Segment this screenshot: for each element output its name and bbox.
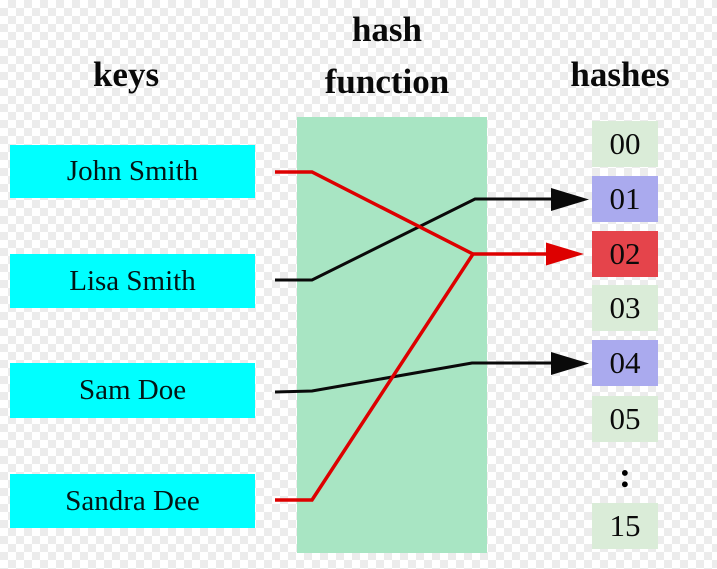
key-box-lisa-smith: Lisa Smith xyxy=(10,254,255,308)
keys-column-header: keys xyxy=(92,55,160,94)
key-box-sandra-dee: Sandra Dee xyxy=(10,474,255,528)
hashes-column-header: hashes xyxy=(570,55,670,94)
hash-function-box xyxy=(297,117,487,553)
hash-slot-05: 05 xyxy=(592,396,658,442)
key-box-john-smith: John Smith xyxy=(10,145,255,198)
hash-slots-ellipsis: : xyxy=(619,455,631,495)
hash-slot-02: 02 xyxy=(592,231,658,277)
hash-slot-04: 04 xyxy=(592,340,658,386)
key-box-sam-doe: Sam Doe xyxy=(10,363,255,418)
arrowhead-to-02 xyxy=(546,242,584,266)
arrowhead-to-04 xyxy=(551,352,589,375)
arrowhead-to-01 xyxy=(551,188,589,211)
hash-function-header-line2: function xyxy=(324,62,450,101)
hash-slot-03: 03 xyxy=(592,285,658,331)
hash-slot-01: 01 xyxy=(592,176,658,222)
hash-slot-00: 00 xyxy=(592,121,658,167)
hash-slot-15: 15 xyxy=(592,503,658,549)
hash-function-header-line1: hash xyxy=(351,10,423,49)
hash-function-column-header: hash function xyxy=(277,4,497,108)
